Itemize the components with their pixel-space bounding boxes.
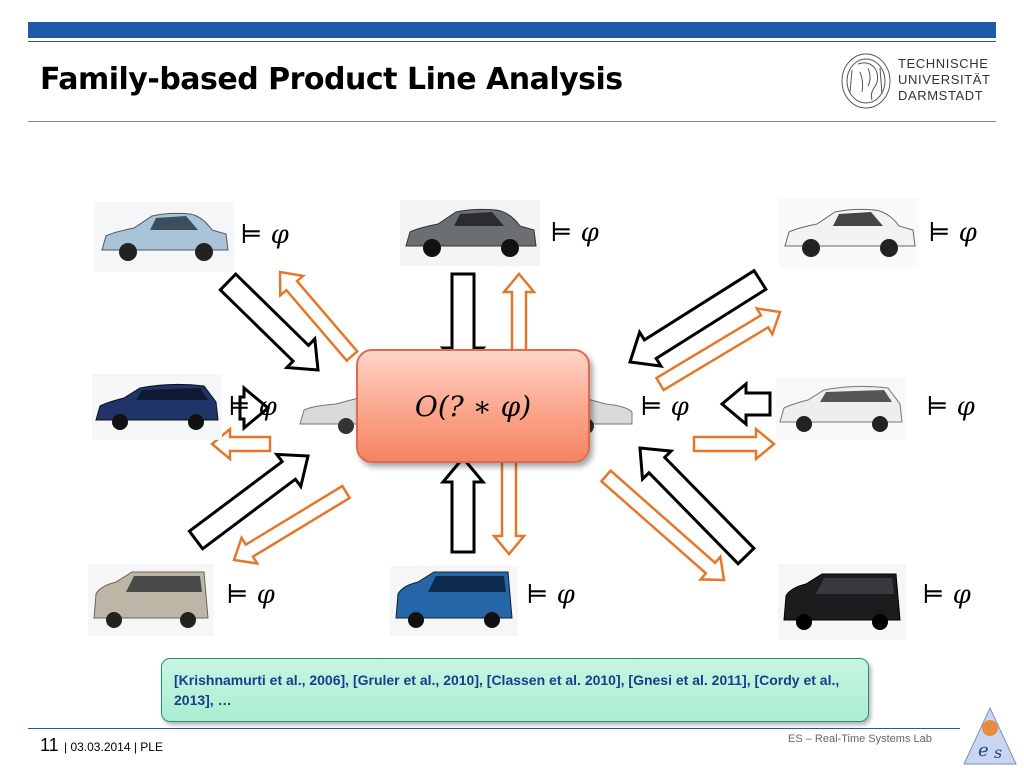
- car-van-black: [778, 564, 906, 640]
- estate-icon: [776, 378, 906, 440]
- references-text: [Krishnamurti et al., 2006], [Gruler et …: [174, 672, 840, 708]
- arrow-orange: [232, 484, 352, 566]
- models-symbol: ⊨ φ: [640, 392, 689, 422]
- arrow-orange: [210, 426, 272, 462]
- car-hatchback-light-blue: [94, 202, 234, 272]
- arrow-orange: [278, 270, 360, 363]
- footer-meta: | 03.03.2014 | PLE: [64, 740, 163, 754]
- title-rule: [28, 121, 996, 122]
- estate-icon: [92, 374, 222, 440]
- center-formula: O(? ∗ φ): [414, 389, 532, 423]
- lab-name: ES – Real-Time Systems Lab: [788, 733, 932, 745]
- car-estate-dark-blue: [92, 374, 222, 440]
- arrow-black: [218, 271, 320, 372]
- slide-title: Family-based Product Line Analysis: [40, 62, 623, 97]
- arrow-black: [719, 380, 772, 428]
- references-box: [Krishnamurti et al., 2006], [Gruler et …: [161, 658, 869, 722]
- arrow-black: [187, 452, 310, 551]
- logo-line-1: TECHNISCHE: [898, 56, 989, 71]
- arrow-black: [238, 384, 271, 432]
- models-symbol: ⊨ φ: [926, 392, 975, 422]
- car-van-beige: [88, 564, 214, 636]
- footer-rule: [28, 728, 960, 729]
- models-symbol: ⊨ φ: [240, 220, 289, 250]
- models-symbol: ⊨ φ: [226, 580, 275, 610]
- van-icon: [88, 564, 214, 636]
- models-symbol: ⊨ φ: [922, 580, 971, 610]
- page-number: 11: [40, 735, 59, 755]
- arrow-black: [638, 446, 757, 566]
- models-symbol: ⊨ φ: [928, 218, 977, 248]
- arrow-black: [439, 455, 487, 554]
- car-estate-white: [776, 378, 906, 440]
- models-symbol: ⊨ φ: [550, 218, 599, 248]
- family-model-box: O(? ∗ φ): [356, 349, 590, 463]
- logo-text: TECHNISCHE UNIVERSITÄT DARMSTADT: [898, 56, 991, 104]
- hatchback-icon: [400, 200, 540, 266]
- arrow-orange: [491, 456, 527, 556]
- arrow-black: [628, 268, 768, 369]
- hatchback-icon: [779, 198, 919, 268]
- header-bar: [28, 22, 996, 38]
- svg-text:s: s: [994, 743, 1002, 762]
- models-symbol: ⊨ φ: [526, 580, 575, 610]
- lab-logo-icon: e s: [963, 706, 1017, 765]
- arrow-orange: [599, 468, 726, 582]
- svg-text:e: e: [978, 740, 989, 761]
- van-icon: [390, 566, 518, 636]
- arrow-orange: [692, 426, 776, 462]
- university-logo: TECHNISCHE UNIVERSITÄT DARMSTADT: [840, 52, 996, 114]
- car-hatchback-dark-grey: [400, 200, 540, 266]
- car-van-blue: [390, 566, 518, 636]
- hatchback-icon: [94, 202, 234, 272]
- seal-icon: [841, 53, 891, 109]
- header-line: [28, 41, 996, 42]
- car-hatchback-white: [779, 198, 919, 268]
- arrow-orange: [654, 306, 782, 392]
- van-icon: [778, 564, 906, 640]
- logo-line-3: DARMSTADT: [898, 88, 984, 103]
- models-symbol: ⊨ φ: [228, 392, 277, 422]
- logo-line-2: UNIVERSITÄT: [898, 72, 991, 87]
